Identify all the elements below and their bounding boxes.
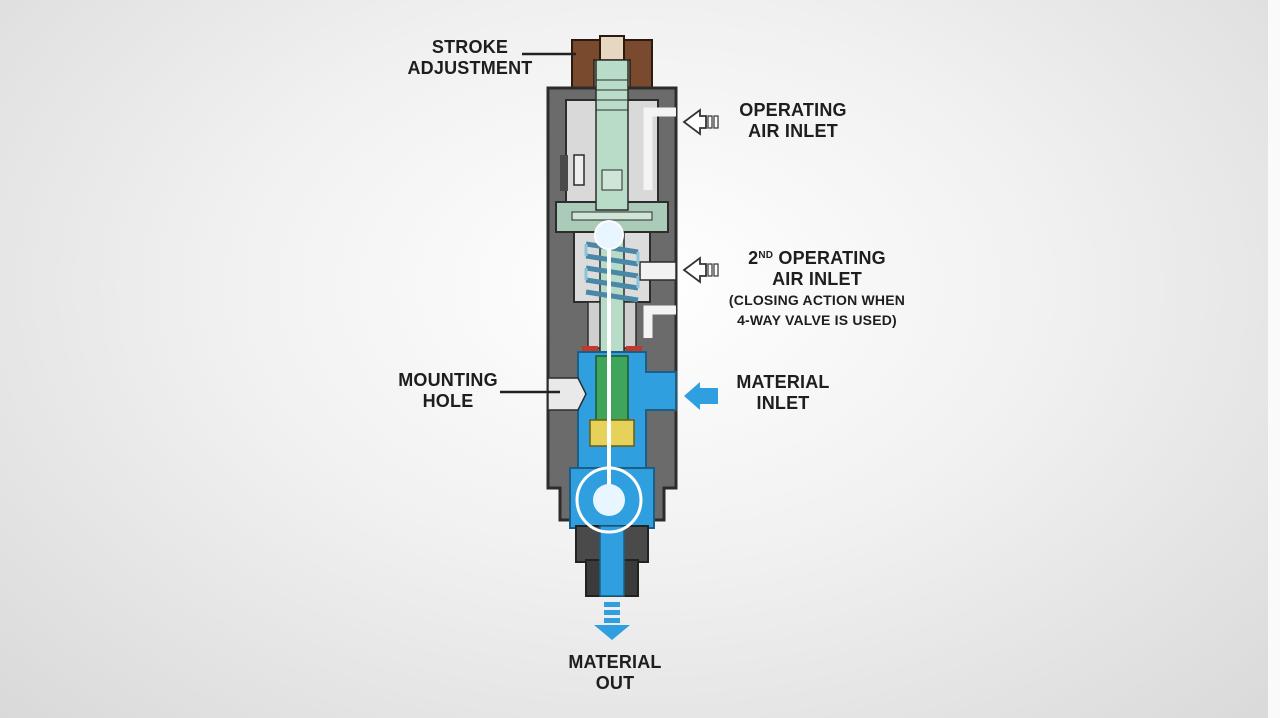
mounting-hole — [547, 377, 587, 411]
second-air-inlet-label: 2ND OPERATING AIR INLET (CLOSING ACTION … — [728, 248, 906, 328]
material-out-label: MATERIAL OUT — [568, 652, 662, 693]
red-seals — [582, 346, 642, 354]
stroke-indicator — [575, 220, 643, 534]
nozzle — [575, 525, 649, 597]
stroke-adjustment-label: STROKE ADJUSTMENT — [407, 37, 533, 78]
material-out-arrow — [594, 602, 630, 640]
mounting-hole-label: MOUNTING HOLE — [398, 370, 498, 411]
operating-air-inlet-arrow — [682, 108, 719, 136]
operating-air-inlet-label: OPERATING AIR INLET — [739, 100, 847, 141]
air-passage — [643, 107, 676, 190]
second-air-inlet-arrow — [682, 256, 719, 284]
material-inlet-label: MATERIAL INLET — [736, 372, 830, 413]
material-inlet-arrow — [684, 382, 718, 410]
right-edge-strip — [1268, 0, 1280, 718]
